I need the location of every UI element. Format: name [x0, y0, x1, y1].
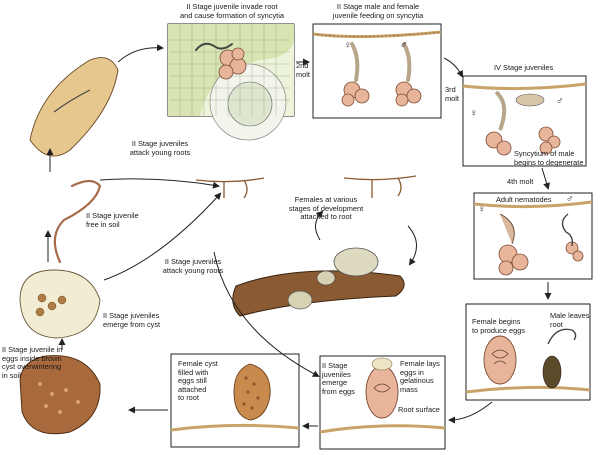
label-syncytium: Syncytium of male begins to degenerate [514, 149, 584, 167]
central-root [232, 247, 405, 317]
label-brown-cyst: II Stage juvenile in eggs inside brown c… [2, 345, 63, 380]
label-4th-molt: 4th molt [507, 177, 534, 186]
root-tip [29, 57, 119, 157]
symbol-female-1: ♀ [344, 40, 352, 51]
label-female-begins: Female begins to produce eggs [472, 317, 526, 335]
egg-production-panel [465, 303, 591, 401]
female-cyst-panel [170, 353, 300, 448]
label-adult: Adult nematodes [496, 195, 552, 204]
symbol-male-1: ♂ [400, 40, 408, 51]
label-female-lays: Female lays eggs in gelatinous mass [400, 359, 440, 394]
label-attack-2: II Stage juveniles attack young roots [162, 257, 224, 275]
symbol-female-2: ♀ [470, 108, 478, 119]
label-female-cyst: Female cyst filled with eggs still attac… [178, 359, 218, 403]
label-root-surface: Root surface [398, 405, 440, 414]
emerging-cyst [19, 269, 101, 339]
label-feeding: II Stage male and female juvenile feedin… [332, 2, 424, 20]
adult-nematodes-panel [473, 192, 593, 280]
label-attack-1: II Stage juveniles attack young roots [129, 139, 191, 157]
young-root-right [343, 175, 417, 198]
label-emerged-from-eggs: II Stage juveniles emerge from eggs [322, 361, 355, 396]
young-root-left [195, 177, 265, 199]
free-juvenile [53, 179, 102, 264]
label-iv-stage: IV Stage juveniles [494, 63, 554, 72]
iv-stage-panel [462, 75, 587, 167]
feeding-juveniles-panel [312, 23, 442, 119]
female-lays-eggs-panel [319, 355, 446, 450]
label-invade: II Stage juvenile invade root and cause … [180, 2, 284, 20]
brown-cyst [19, 355, 101, 435]
invading-juvenile [195, 42, 233, 51]
syncytium-cluster [218, 47, 247, 80]
label-2nd-molt: 2nd molt [296, 61, 310, 79]
cycle-arrows [44, 44, 552, 430]
label-3rd-molt: 3rd molt [445, 85, 459, 103]
root-cross-section-panel [167, 23, 295, 141]
label-male-leaves: Male leaves root [550, 311, 590, 329]
label-emerge-cyst: II Stage juveniles emerge from cyst [103, 311, 161, 329]
symbol-female-3: ♀ [478, 204, 486, 215]
label-free-in-soil: II Stage juvenile free in soil [86, 211, 139, 229]
symbol-male-2: ♂ [556, 96, 564, 107]
symbol-male-3: ♂ [566, 194, 574, 205]
label-females-various: Females at various stages of development… [288, 195, 364, 222]
